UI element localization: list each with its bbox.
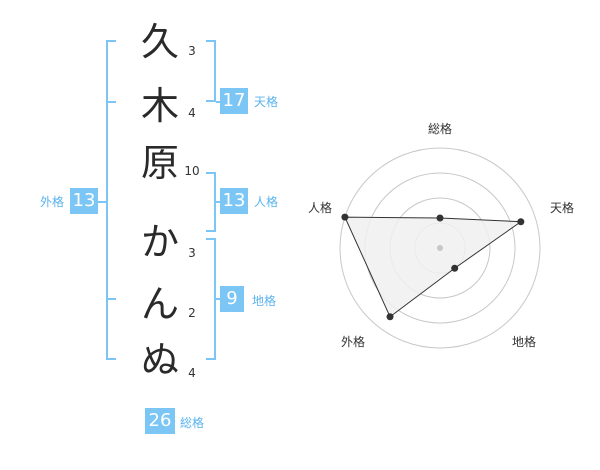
name-char-4: か xyxy=(140,220,179,264)
name-char-6: ぬ xyxy=(140,338,179,382)
gaikaku-label: 外格 xyxy=(40,195,65,209)
radar-polygon xyxy=(344,216,523,318)
tenkaku-bracket xyxy=(206,40,216,102)
soukaku-badge: 26 xyxy=(145,408,175,434)
stroke-count-6: 4 xyxy=(188,366,196,380)
gaikaku-tick xyxy=(96,201,106,203)
chikaku-label: 地格 xyxy=(252,294,277,308)
stroke-count-1: 3 xyxy=(188,44,196,58)
stroke-count-2: 4 xyxy=(188,106,196,120)
radar-point-soukaku xyxy=(436,214,444,222)
name-char-5: ん xyxy=(140,282,179,326)
jinkaku-bracket xyxy=(206,172,216,232)
bracket-notch-top xyxy=(106,101,116,103)
bracket-notch-bottom xyxy=(106,298,116,300)
radar-point-chikaku xyxy=(451,264,459,272)
name-char-2: 木 xyxy=(140,84,179,128)
gaikaku-badge: 13 xyxy=(70,188,98,214)
tenkaku-label: 天格 xyxy=(254,95,279,109)
stroke-count-3: 10 xyxy=(184,164,200,178)
radar-axis-label-gaikaku: 外格 xyxy=(340,335,365,349)
chikaku-badge: 9 xyxy=(220,286,244,312)
name-char-3: 原 xyxy=(140,141,179,185)
jinkaku-label: 人格 xyxy=(254,195,279,209)
chikaku-bracket xyxy=(206,238,216,360)
stroke-count-4: 3 xyxy=(188,246,196,260)
jinkaku-badge: 13 xyxy=(220,188,248,214)
radar-axis-label-tenkaku: 天格 xyxy=(549,201,574,215)
radar-axis-label-soukaku: 総格 xyxy=(427,122,452,136)
tenkaku-badge: 17 xyxy=(220,88,248,114)
stroke-count-5: 2 xyxy=(188,306,196,320)
radar-axis-label-chikaku: 地格 xyxy=(511,335,536,349)
radar-center-dot xyxy=(437,245,443,251)
soukaku-label: 総格 xyxy=(180,416,205,430)
radar-point-tenkaku xyxy=(517,218,525,226)
gaikaku-bracket xyxy=(106,40,116,360)
radar-point-gaikaku xyxy=(386,313,394,321)
radar-ring xyxy=(339,147,541,349)
name-char-1: 久 xyxy=(140,20,179,64)
radar-point-jinkaku xyxy=(341,213,349,221)
radar-axis-label-jinkaku: 人格 xyxy=(307,201,332,215)
